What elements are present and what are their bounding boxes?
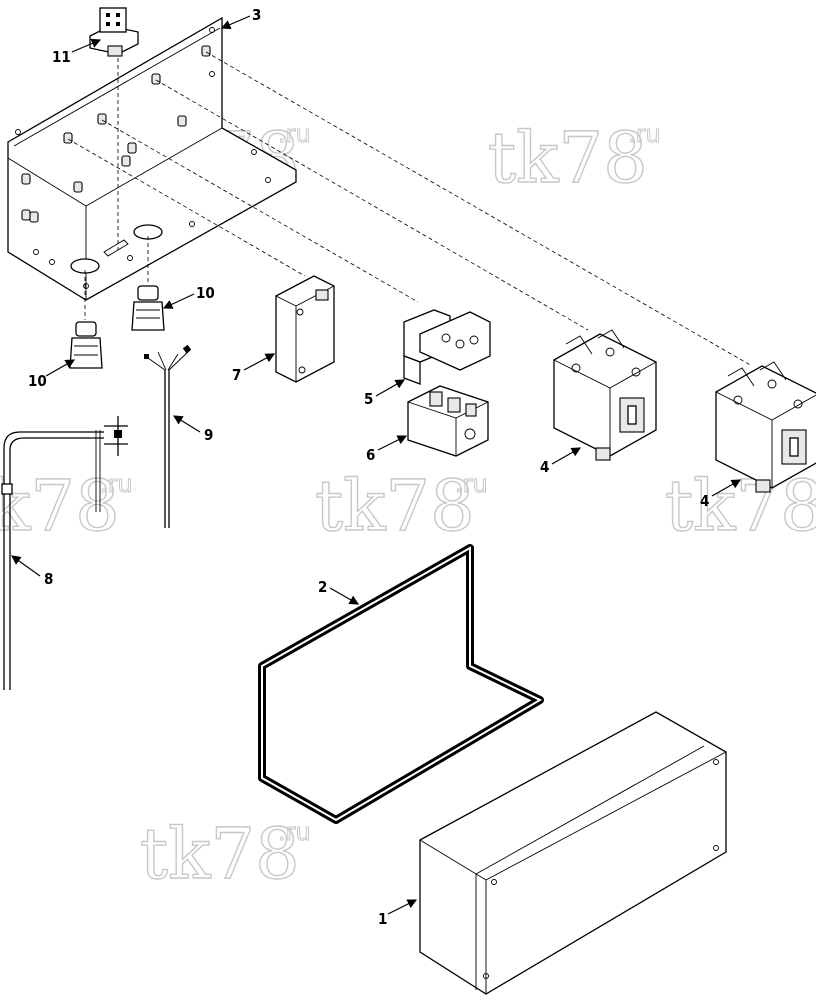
- svg-text:tk78: tk78: [488, 117, 648, 199]
- callout-leaders: [11, 15, 742, 915]
- gasket-part-2: [258, 544, 544, 824]
- callout-11: 11: [52, 48, 71, 66]
- cable-gland-right: [131, 285, 165, 331]
- relay-bracket-part-5: [403, 309, 491, 385]
- callout-8: 8: [44, 570, 53, 588]
- svg-text:.ru: .ru: [278, 818, 311, 846]
- watermark-middle-right: tk78: [664, 464, 816, 547]
- alignment-lines: [67, 51, 753, 367]
- callout-9: 9: [204, 426, 213, 444]
- callout-labels: 3 11 10 10 7 5 6 4 4 9 8 2 1: [28, 6, 709, 928]
- svg-text:tk78: tk78: [140, 813, 300, 895]
- callout-10-left: 10: [28, 372, 47, 390]
- watermark-middle-center: tk78 .ru: [314, 464, 488, 547]
- svg-text:.ru: .ru: [278, 120, 311, 148]
- callout-2: 2: [318, 578, 327, 596]
- enclosure-cover-part-1: [419, 711, 727, 995]
- contactor-right: [715, 361, 816, 493]
- callout-4-left: 4: [540, 458, 549, 476]
- callout-10-right: 10: [196, 284, 215, 302]
- callout-6: 6: [366, 446, 375, 464]
- watermark-middle-left: tk78 .ru: [0, 464, 133, 547]
- svg-text:.ru: .ru: [100, 470, 133, 498]
- callout-4-right: 4: [700, 492, 709, 510]
- wire-harness-part-9: [144, 344, 192, 528]
- svg-text:tk78: tk78: [315, 465, 475, 547]
- sensor-probe-part-8: [1, 416, 128, 690]
- callout-7: 7: [232, 366, 241, 384]
- module-part-7: [275, 275, 335, 383]
- callout-3: 3: [252, 6, 261, 24]
- svg-text:.ru: .ru: [455, 470, 488, 498]
- watermark-top-right: tk78 .ru: [487, 116, 661, 199]
- mounting-panel: [7, 16, 297, 301]
- relay-part-6: [407, 385, 489, 457]
- svg-text:tk78: tk78: [665, 465, 816, 547]
- contactor-left: [553, 329, 657, 461]
- watermark-bottom-left: tk78 .ru: [139, 812, 311, 895]
- callout-5: 5: [364, 390, 373, 408]
- cable-gland-left: [69, 321, 103, 369]
- connector-part-11: [89, 7, 139, 57]
- svg-text:.ru: .ru: [628, 120, 661, 148]
- callout-1: 1: [378, 910, 387, 928]
